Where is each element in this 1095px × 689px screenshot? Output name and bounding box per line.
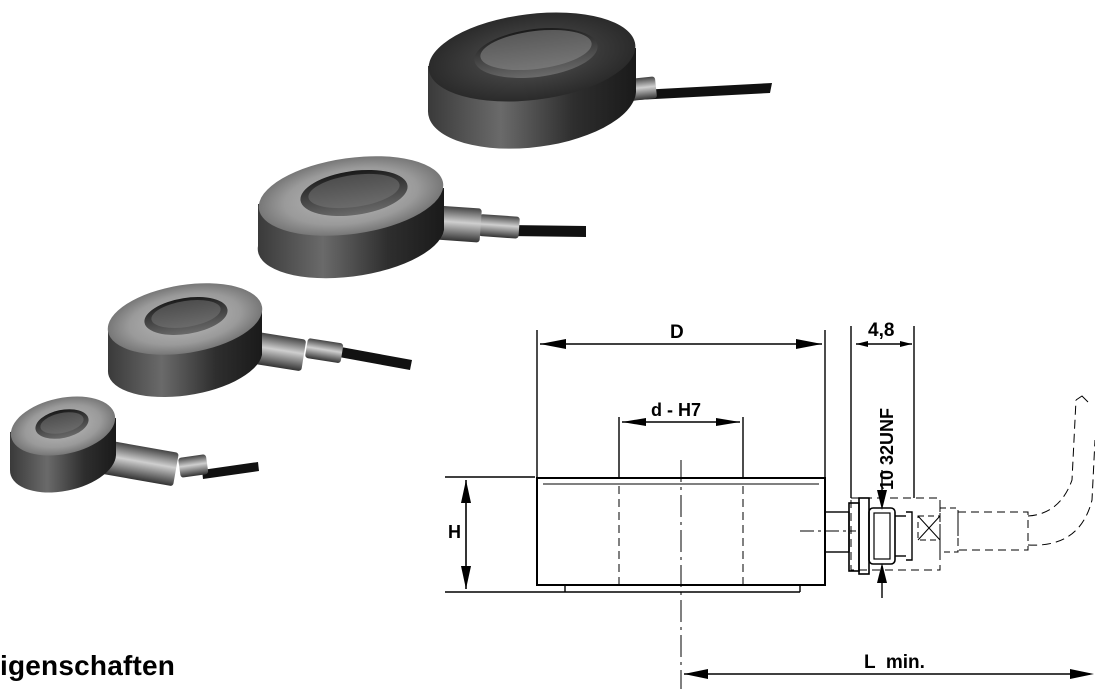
label-height: H: [448, 522, 461, 542]
technical-drawing: [445, 326, 1095, 689]
load-cell-photo-medium: [257, 156, 586, 279]
load-cell-photo-small: [107, 283, 412, 398]
load-cell-photo-smallest: [9, 396, 259, 493]
label-length-min: L min.: [864, 652, 925, 673]
label-connector-offset: 4,8: [868, 320, 894, 341]
load-cell-photo-large: [427, 12, 772, 149]
section-heading: igenschaften: [0, 650, 176, 681]
label-thread: 10 32UNF: [877, 408, 897, 490]
label-outer-diameter: D: [670, 322, 684, 343]
label-inner-diameter: d - H7: [651, 400, 701, 420]
